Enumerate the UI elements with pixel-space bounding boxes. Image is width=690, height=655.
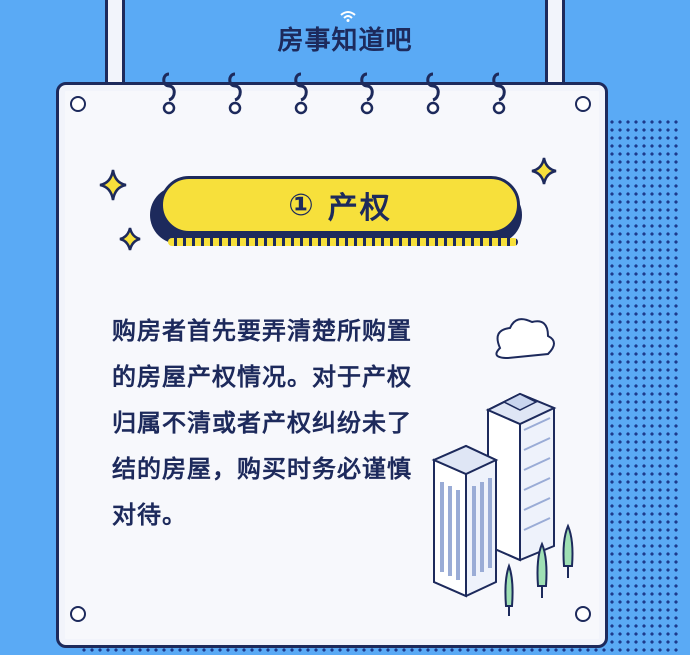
short-building-icon xyxy=(431,444,499,598)
tree-icon xyxy=(536,541,548,598)
title-number: ① xyxy=(288,187,316,223)
binder-ring xyxy=(360,72,374,115)
buildings-illustration xyxy=(431,318,574,616)
sparkle-icon xyxy=(99,169,127,201)
brand-logo-text: 房事知道吧 xyxy=(277,26,413,56)
sparkle-icon xyxy=(531,157,557,185)
card-hole-bottom-right xyxy=(575,606,591,622)
binder-ring xyxy=(492,72,506,115)
binder-ring xyxy=(426,72,440,115)
sparkle-icon xyxy=(119,227,141,251)
binder-ring xyxy=(294,72,308,115)
cloud-icon xyxy=(495,318,555,360)
card-hole-top-left xyxy=(70,96,86,112)
title-pill-stripe xyxy=(168,238,518,246)
title-pill: ① 产权 xyxy=(160,176,520,234)
binder-ring xyxy=(228,72,242,115)
tall-building-icon xyxy=(485,392,557,562)
tree-icon xyxy=(504,563,514,616)
binder-ring xyxy=(162,72,176,115)
wifi-icon xyxy=(340,11,356,22)
card-hole-top-right xyxy=(575,96,591,112)
tree-icon xyxy=(562,523,574,578)
title-text: 产权 xyxy=(327,191,392,226)
card-hole-bottom-left xyxy=(70,606,86,622)
body-paragraph: 购房者首先要弄清楚所购置的房屋产权情况。对于产权归属不清或者产权纠纷未了结的房屋… xyxy=(112,317,412,529)
